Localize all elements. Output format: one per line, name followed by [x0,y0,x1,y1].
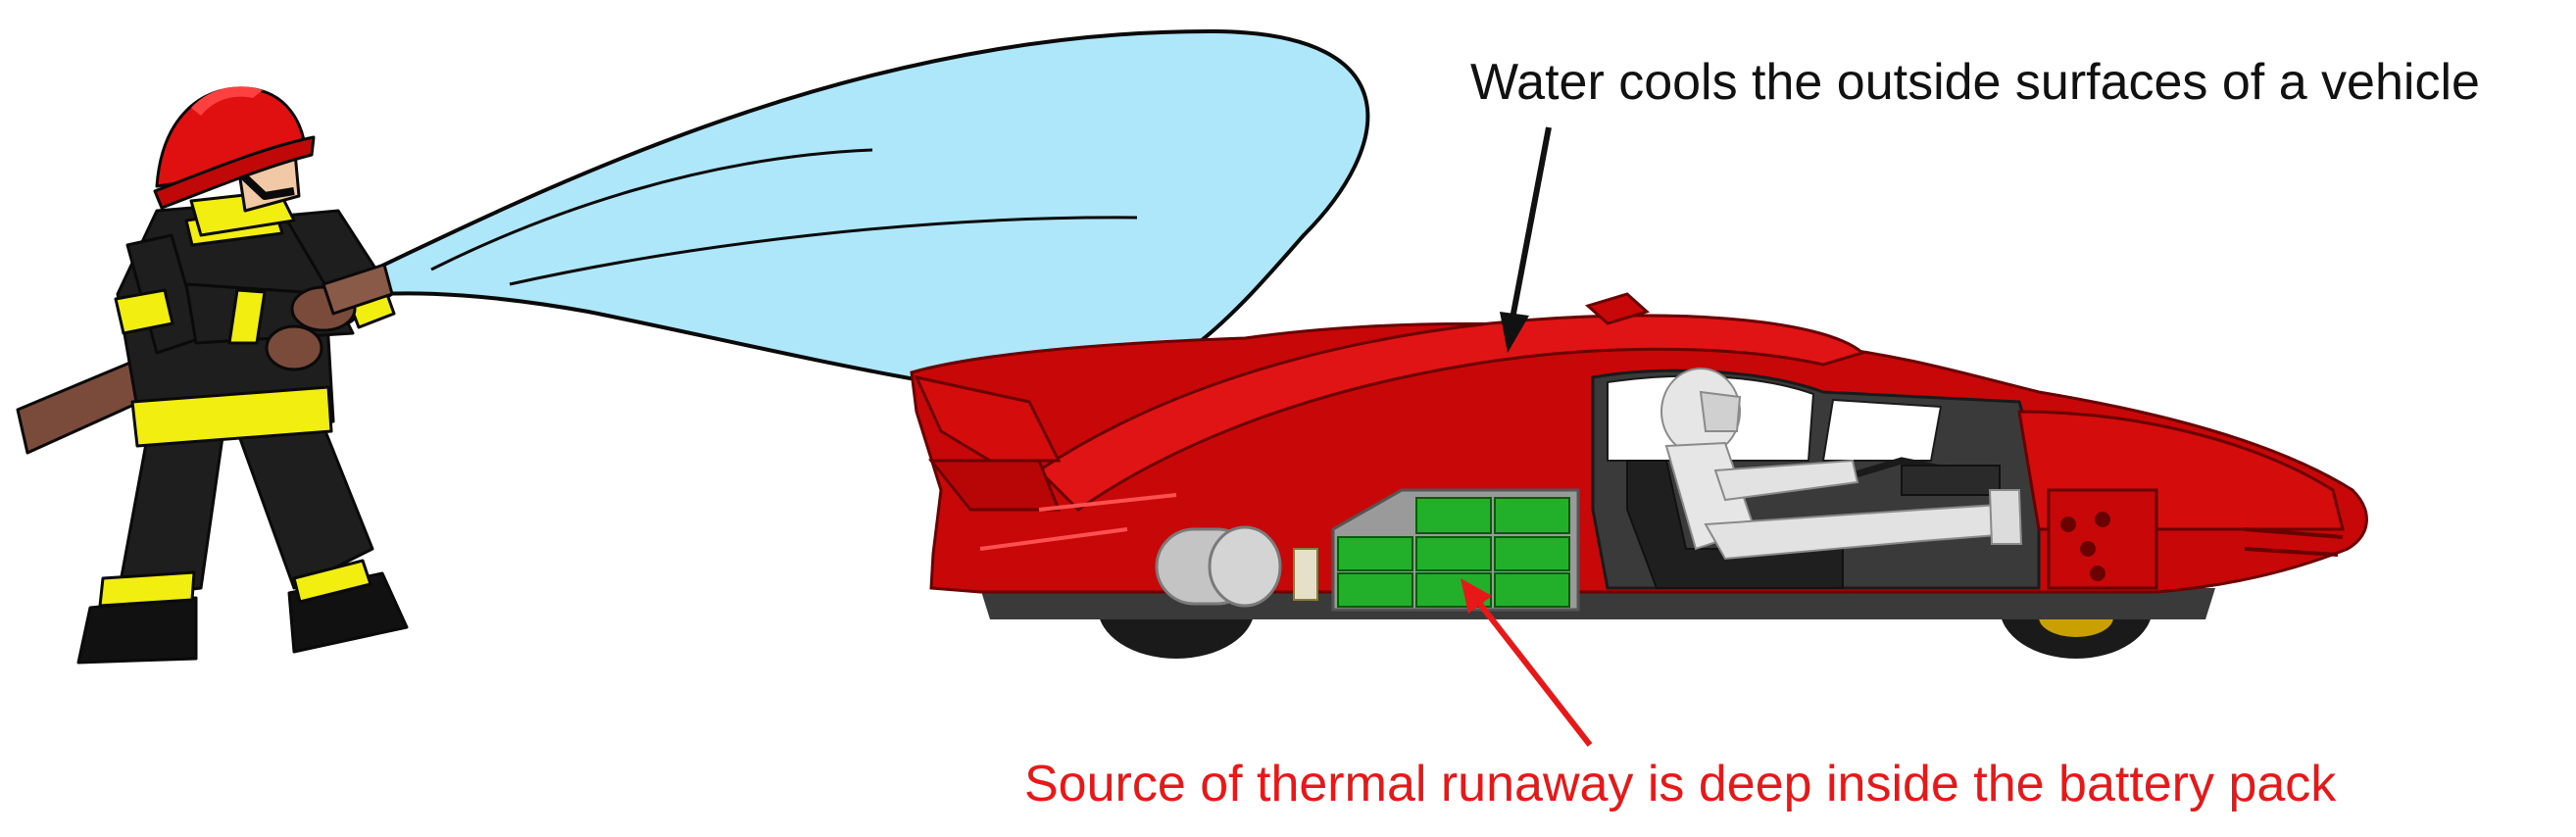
battery-cell [1415,497,1492,534]
reflective-stripe [98,570,196,608]
battery-cell [1494,536,1570,571]
water-arrow-head [1500,312,1529,353]
source-arrow-line [1472,596,1593,747]
rear-fin [927,459,1062,512]
driver-seat [1626,460,1844,589]
battery-cell [1415,536,1492,571]
front-wheel-rim [2039,617,2113,637]
water-flow-line [509,216,1138,286]
driver-figure-icon [1660,368,2023,561]
driver-arm [1713,459,1859,502]
firefighter-icon [16,86,409,665]
cylinder-tank-icon [1155,525,1318,608]
water-arrow-line [1510,126,1552,320]
firefighter-glove [265,324,323,371]
tank-end [1208,525,1282,608]
reflective-stripe [114,288,174,335]
battery-junction-box [1293,548,1318,601]
helmet-brim [153,135,316,210]
window-glass [1821,398,1943,462]
helmet-crest [191,86,263,116]
rear-wheel [1098,608,1255,659]
nose-stripe [2244,547,2339,557]
vent-hole [2095,512,2110,527]
water-arrow [1500,126,1552,353]
water-flow-line [430,148,873,271]
reflective-stripe [292,559,372,604]
source-arrow-head [1461,578,1492,614]
battery-pack-icon [1331,488,1580,612]
hose-nozzle [322,263,394,316]
battery-cell [1337,572,1413,608]
firefighter-boot [76,596,198,665]
water-spray [378,28,1370,400]
car-canopy [1036,314,1866,512]
reflective-stripe [227,288,267,345]
dashboard [1901,465,2001,496]
driver-foot [1988,489,2023,545]
side-slat [979,527,1128,551]
vent-hole [2080,541,2096,557]
battery-cell [1494,497,1570,534]
water-annotation-label: Water cools the outside surfaces of a ve… [1470,54,2480,111]
vent-hole [2090,566,2105,581]
battery-cell [1494,572,1570,608]
nose-stripe [2244,527,2344,539]
car-floor [980,588,2215,619]
front-compartment [2047,488,2158,590]
roof-scoop [1585,292,1650,325]
water-stream [378,28,1370,400]
battery-cell [1337,536,1413,571]
thermal-runaway-annotation-label: Source of thermal runaway is deep inside… [1024,756,2337,812]
driver-visor [1699,390,1742,432]
source-arrow [1461,578,1593,747]
side-slat [1038,493,1177,512]
reflective-stripe [130,385,333,448]
sports-car-icon [910,292,2368,659]
vent-hole [2060,517,2076,532]
